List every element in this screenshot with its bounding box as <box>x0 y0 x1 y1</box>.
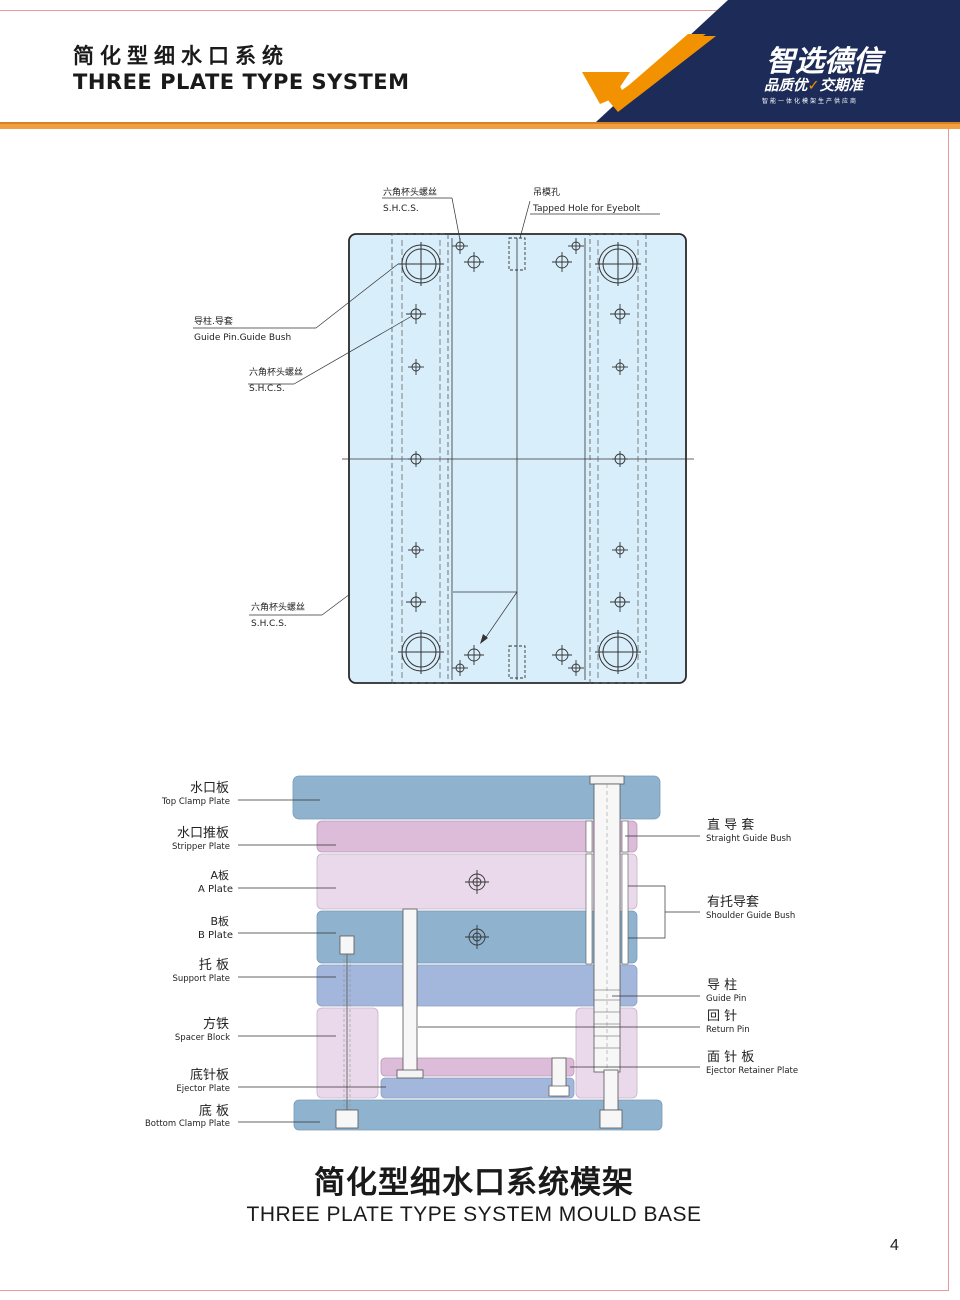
top-clamp-plate <box>292 775 661 820</box>
sv-label-stripper-cn: 水口推板 <box>177 826 229 841</box>
sv-label-spacer-en: Spacer Block <box>175 1033 230 1043</box>
tv-label-shcs-bottom-cn: 六角杯头螺丝 <box>251 601 305 613</box>
tv-label-shcs-mid-cn: 六角杯头螺丝 <box>249 366 303 378</box>
footer-title-en: THREE PLATE TYPE SYSTEM MOULD BASE <box>246 1203 702 1226</box>
tv-label-eyebolt-cn: 吊模孔 <box>533 187 560 198</box>
ejector-plate <box>380 1077 575 1099</box>
sv-label-stripper-en: Stripper Plate <box>172 842 230 852</box>
tv-label-shcs-top-cn: 六角杯头螺丝 <box>383 186 437 198</box>
sv-label-straight-bush-en: Straight Guide Bush <box>706 834 791 844</box>
tv-label-guide-en: Guide Pin.Guide Bush <box>194 333 291 343</box>
sv-label-return-pin-cn: 回 针 <box>707 1009 737 1024</box>
check-mark-stroke <box>584 36 716 112</box>
tv-label-guide-cn: 导柱.导套 <box>194 315 233 327</box>
sv-label-bottom-clamp-en: Bottom Clamp Plate <box>145 1119 230 1129</box>
sv-label-a-plate-cn: A板 <box>210 868 229 882</box>
page-number: 4 <box>890 1237 899 1254</box>
support-plate <box>316 964 638 1007</box>
sv-label-straight-bush-cn: 直 导 套 <box>707 817 754 833</box>
header-rule-dark <box>0 122 960 124</box>
bottom-clamp-plate <box>293 1099 663 1131</box>
sv-label-ejector-cn: 底针板 <box>190 1067 229 1083</box>
sv-label-retainer-cn: 面 针 板 <box>707 1050 754 1065</box>
sv-label-ejector-en: Ejector Plate <box>176 1084 230 1094</box>
sv-label-bottom-clamp-cn: 底 板 <box>199 1103 229 1119</box>
check-small-icon: ✓ <box>807 78 820 94</box>
header-rule <box>0 122 960 129</box>
sv-label-b-plate-en: B Plate <box>198 930 233 941</box>
sv-label-a-plate-en: A Plate <box>198 884 233 895</box>
brand-slogan-left: 品质优 <box>764 78 808 94</box>
sv-label-top-clamp-cn: 水口板 <box>190 781 229 796</box>
frame-bottom-line <box>0 1290 949 1291</box>
sv-label-shoulder-bush-cn: 有托导套 <box>707 894 759 910</box>
tv-label-shcs-mid-en: S.H.C.S. <box>249 384 285 394</box>
sv-label-b-plate-cn: B板 <box>210 914 229 928</box>
sv-label-support-en: Support Plate <box>172 974 230 984</box>
stripper-plate <box>316 820 638 853</box>
sv-label-guide-pin-cn: 导 柱 <box>707 978 737 993</box>
header-title-cn: 简化型细水口系统 <box>73 44 289 68</box>
frame-right-line <box>948 126 949 1290</box>
sv-label-spacer-cn: 方铁 <box>203 1016 229 1032</box>
section-view-drawing <box>238 775 700 1131</box>
sv-label-retainer-en: Ejector Retainer Plate <box>706 1066 798 1076</box>
tv-label-eyebolt-en: Tapped Hole for Eyebolt <box>532 204 641 214</box>
tv-label-shcs-top-en: S.H.C.S. <box>383 204 419 214</box>
spacer-block-left <box>316 1007 379 1099</box>
frame-top-line <box>0 10 720 11</box>
top-view-drawing <box>193 197 694 684</box>
top-view-plate <box>348 233 687 684</box>
brand-name: 智选德信 <box>766 44 883 78</box>
header-title-en: THREE PLATE TYPE SYSTEM <box>73 70 410 94</box>
brand-subtitle: 智能一体化模架生产供应商 <box>762 98 859 105</box>
sv-label-support-cn: 托 板 <box>199 958 229 973</box>
footer-title-cn: 简化型细水口系统模架 <box>314 1165 634 1201</box>
sv-label-guide-pin-en: Guide Pin <box>706 994 746 1004</box>
brand-slogan-right: 交期准 <box>819 78 864 94</box>
tv-label-shcs-bottom-en: S.H.C.S. <box>251 619 287 629</box>
sv-label-shoulder-bush-en: Shoulder Guide Bush <box>706 911 795 921</box>
brand-banner <box>596 0 960 122</box>
brand-slogan: 品质优✓交期准 <box>764 74 863 95</box>
sv-label-top-clamp-en: Top Clamp Plate <box>161 797 230 807</box>
sv-label-return-pin-en: Return Pin <box>706 1025 750 1035</box>
